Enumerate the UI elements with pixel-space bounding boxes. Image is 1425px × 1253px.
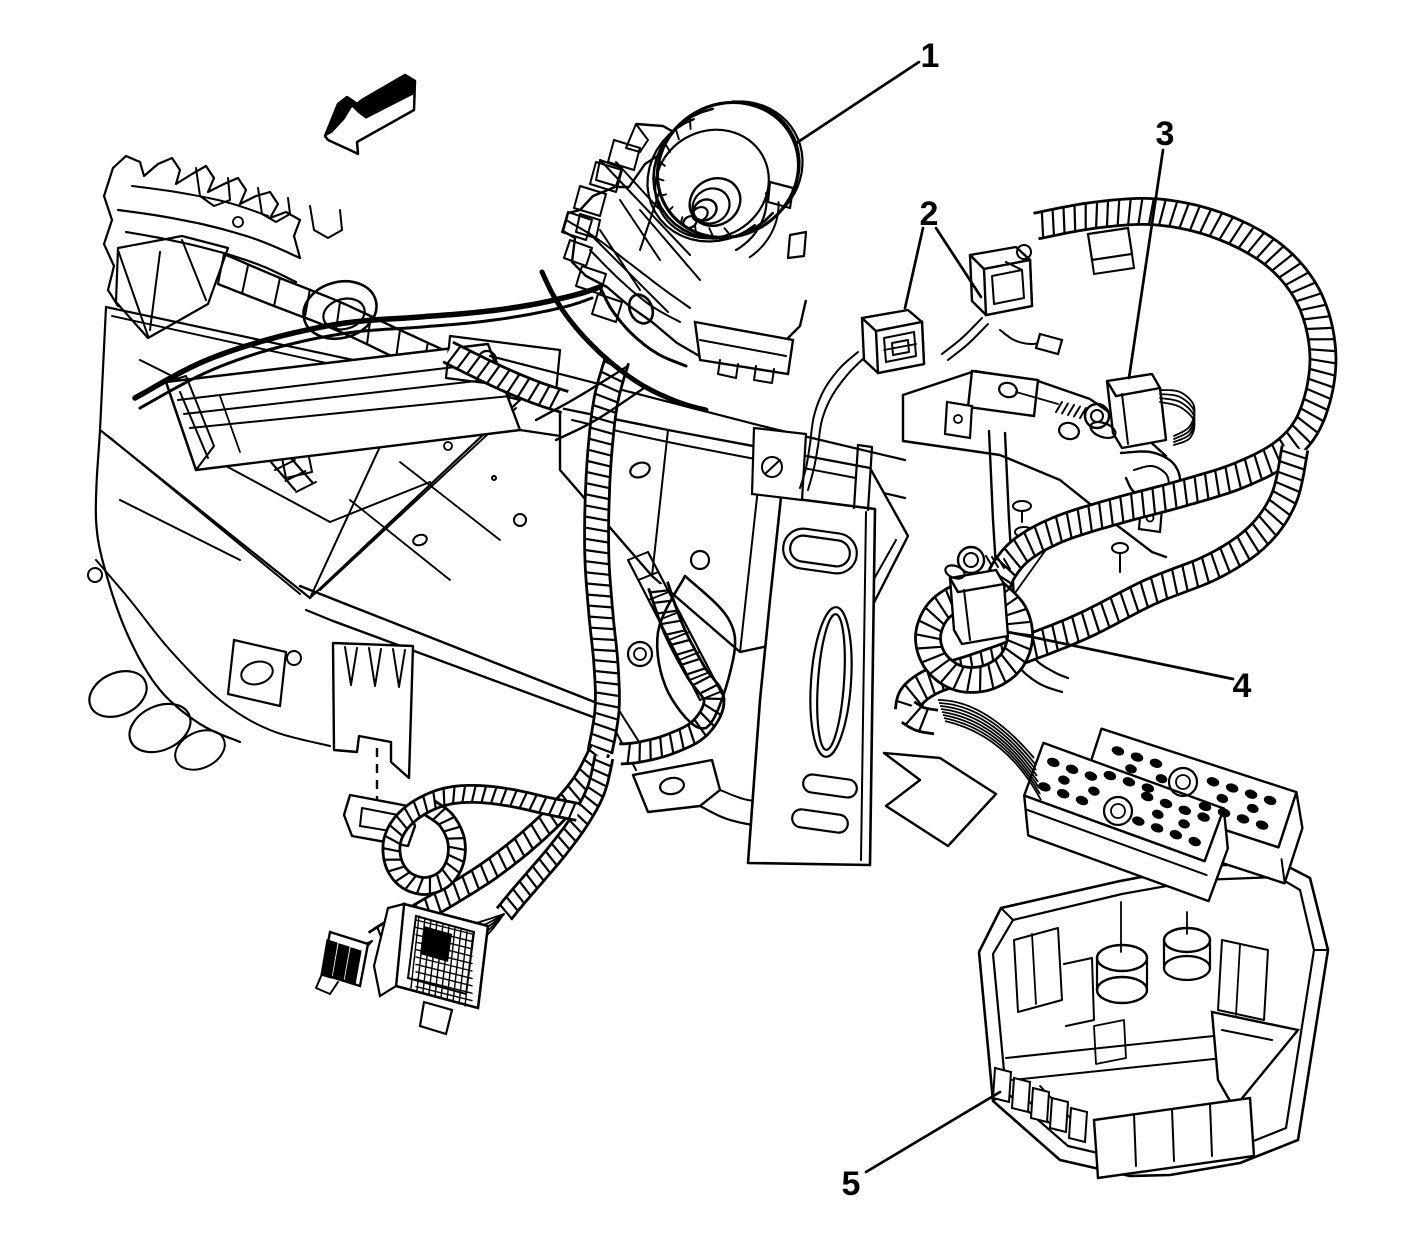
svg-text:4: 4 [1233,667,1252,705]
svg-text:2: 2 [920,195,939,233]
svg-text:5: 5 [842,1165,861,1203]
svg-text:1: 1 [921,37,940,75]
svg-text:3: 3 [1156,115,1175,153]
